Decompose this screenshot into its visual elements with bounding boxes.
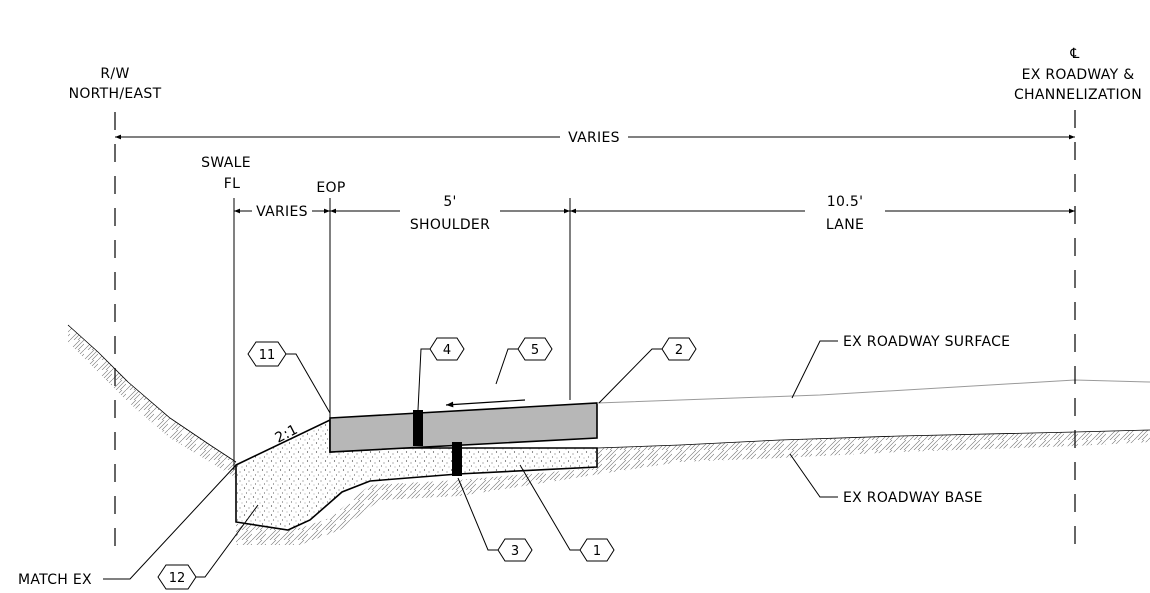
ex-surface-leader <box>791 340 838 399</box>
svg-text:5: 5 <box>531 343 539 358</box>
varies-swale-label: VARIES <box>256 204 308 220</box>
svg-text:4: 4 <box>443 343 451 358</box>
existing-ground-hatch <box>67 324 1150 545</box>
ex-surface-label: EX ROADWAY SURFACE <box>843 334 1010 350</box>
rw-label: R/W <box>100 66 129 82</box>
ex-base-label: EX ROADWAY BASE <box>843 490 983 506</box>
channelization-label: CHANNELIZATION <box>1014 87 1142 103</box>
lane-width-label: 10.5' <box>827 194 864 210</box>
callout-12: 12 <box>157 504 259 590</box>
shoulder-width-label: 5' <box>443 194 456 210</box>
callout-5: 5 <box>495 337 553 385</box>
lane-label: LANE <box>826 217 864 233</box>
callout-3: 3 <box>457 477 533 562</box>
ex-roadway-label: EX ROADWAY & <box>1022 67 1135 83</box>
swale-label: SWALE <box>201 155 251 171</box>
ex-base-leader <box>789 453 838 498</box>
shoulder-label: SHOULDER <box>410 217 490 233</box>
svg-text:11: 11 <box>259 348 276 363</box>
callout-1: 1 <box>519 464 615 562</box>
eop-label: EOP <box>316 180 345 196</box>
callout-11: 11 <box>247 341 331 414</box>
svg-text:12: 12 <box>169 571 186 586</box>
base-joint-3 <box>452 442 462 476</box>
match-ex-label: MATCH EX <box>18 572 92 588</box>
svg-text:1: 1 <box>593 544 601 559</box>
cross-slope-arrow <box>445 399 526 408</box>
flow-line-symbol: FL <box>224 176 240 192</box>
callout-2: 2 <box>598 337 697 404</box>
centerline-symbol: ℄ <box>1069 46 1079 62</box>
north-east-label: NORTH/EAST <box>69 86 162 102</box>
svg-text:2: 2 <box>675 343 683 358</box>
pavement-joint-4 <box>413 410 423 446</box>
callout-4: 4 <box>417 337 465 411</box>
asphalt-pavement <box>329 402 598 453</box>
match-ex-leader <box>103 464 237 580</box>
svg-text:3: 3 <box>511 544 519 559</box>
varies-overall-label: VARIES <box>568 130 620 146</box>
ex-roadway-surface-line <box>596 379 1150 404</box>
